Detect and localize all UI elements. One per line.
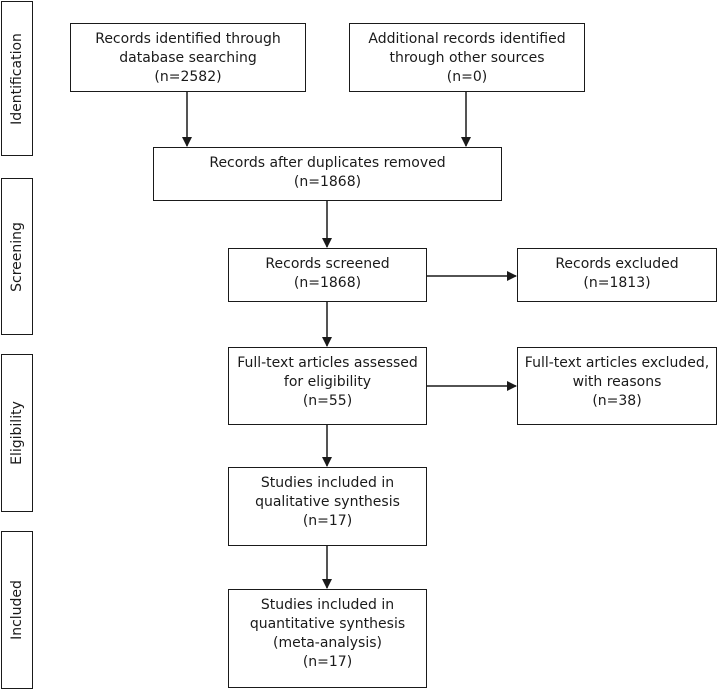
box-count: (n=0) — [446, 69, 488, 85]
box-duplicates-removed: Records after duplicates removed (n=1868… — [153, 147, 502, 201]
box-line: Records screened — [265, 256, 390, 272]
box-records-excluded: Records excluded (n=1813) — [517, 248, 717, 302]
box-database-search: Records identified through database sear… — [70, 23, 306, 92]
stage-identification: Identification — [1, 1, 33, 156]
box-line: Records after duplicates removed — [209, 155, 446, 171]
box-count: (n=17) — [302, 513, 353, 529]
box-line: for eligibility — [283, 374, 372, 390]
box-line: Full-text articles excluded, — [524, 355, 710, 371]
box-records-screened: Records screened (n=1868) — [228, 248, 427, 302]
box-line: Studies included in — [260, 475, 395, 491]
box-count: (n=17) — [302, 654, 353, 670]
box-fulltext-excluded: Full-text articles excluded, with reason… — [517, 347, 717, 425]
box-line: through other sources — [389, 50, 545, 66]
box-line: Studies included in — [260, 597, 395, 613]
box-count: (n=2582) — [154, 69, 222, 85]
box-fulltext-assessed: Full-text articles assessed for eligibil… — [228, 347, 427, 425]
box-line: with reasons — [572, 374, 662, 390]
box-line: Records excluded — [555, 256, 679, 272]
box-line: Full-text articles assessed — [237, 355, 418, 371]
box-line: (meta-analysis) — [273, 635, 382, 651]
box-line: Additional records identified — [368, 31, 566, 47]
box-count: (n=1868) — [293, 275, 362, 291]
stage-included: Included — [1, 531, 33, 689]
box-count: (n=38) — [592, 393, 642, 409]
box-line: database searching — [119, 50, 257, 66]
box-qualitative-synthesis: Studies included in qualitative synthesi… — [228, 467, 427, 546]
box-line: quantitative synthesis — [249, 616, 406, 632]
box-line: Records identified through — [95, 31, 281, 47]
box-count: (n=1868) — [293, 174, 362, 190]
stage-screening: Screening — [1, 178, 33, 335]
stage-eligibility: Eligibility — [1, 354, 33, 512]
box-other-sources: Additional records identified through ot… — [349, 23, 585, 92]
box-quantitative-synthesis: Studies included in quantitative synthes… — [228, 589, 427, 688]
box-line: qualitative synthesis — [255, 494, 400, 510]
box-count: (n=1813) — [583, 275, 651, 291]
box-count: (n=55) — [302, 393, 353, 409]
